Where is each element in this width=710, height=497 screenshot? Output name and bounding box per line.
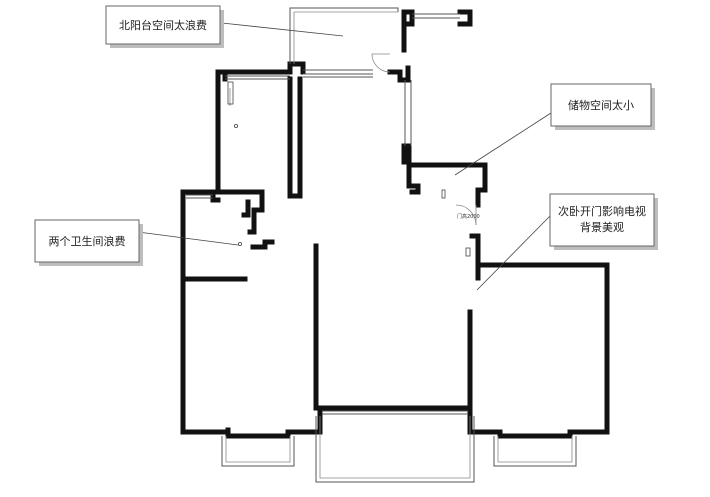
upper-left-wall xyxy=(215,69,228,195)
leader-lines xyxy=(137,22,552,291)
storage-leader xyxy=(454,112,552,176)
callout-box xyxy=(34,219,140,263)
hall-fixture xyxy=(465,247,471,257)
storage-room-right xyxy=(457,9,473,27)
entry-fixture xyxy=(441,189,446,199)
storage-room-door-wall xyxy=(387,65,411,83)
storage-callout: 储物空间太小 xyxy=(550,83,655,130)
kitchen-drain xyxy=(233,124,238,129)
north-balcony-leader xyxy=(221,22,344,37)
kitchen-fixture xyxy=(227,81,234,105)
bathroom-inner-wall xyxy=(247,193,265,235)
south-balcony-outline xyxy=(315,416,475,483)
bathroom-door-jamb xyxy=(241,199,251,218)
bedroom-door-note-line1: 次卧开门影响电视 xyxy=(558,204,646,218)
storage-door-swing xyxy=(371,53,391,73)
left-bay-window xyxy=(221,436,295,467)
hall-right-upper xyxy=(467,162,488,208)
bedroom-door-leader xyxy=(476,215,551,291)
bath-drain xyxy=(237,241,242,246)
thin-lines xyxy=(186,7,577,483)
north-balcony-outline xyxy=(289,7,399,64)
dimension-label: 门高2000 xyxy=(457,213,480,220)
bathroom-corner xyxy=(250,239,275,250)
bathroom-leader xyxy=(137,231,239,246)
bedroom-door-callout: 次卧开门影响电视 背景美观 xyxy=(549,193,658,250)
kitchen-right-wall xyxy=(287,76,303,199)
bathroom-wall xyxy=(180,189,221,203)
bedroom-door-note-line2: 背景美观 xyxy=(580,220,624,234)
left-bay-window-inner xyxy=(225,436,291,463)
callout-box xyxy=(105,5,221,45)
north-balcony-note: 北阳台空间太浪费 xyxy=(119,18,207,32)
bathroom-callout: 两个卫生间浪费 xyxy=(34,219,143,266)
outer-wall-left xyxy=(180,189,231,435)
outer-wall-bottom-left xyxy=(225,262,610,439)
right-bay-window xyxy=(493,436,577,467)
north-balcony-callout: 北阳台空间太浪费 xyxy=(105,5,224,48)
callout-box xyxy=(550,83,652,127)
right-bay-window-inner xyxy=(497,436,573,463)
south-balcony-inner xyxy=(319,416,471,479)
storage-room-top xyxy=(401,9,415,53)
callout-box xyxy=(549,193,655,247)
storage-room-wall xyxy=(401,143,421,195)
hall-right-wall xyxy=(469,233,481,268)
bathroom-note: 两个卫生间浪费 xyxy=(49,234,126,248)
upper-left-top xyxy=(222,61,306,75)
storage-note: 储物空间太小 xyxy=(568,98,634,112)
